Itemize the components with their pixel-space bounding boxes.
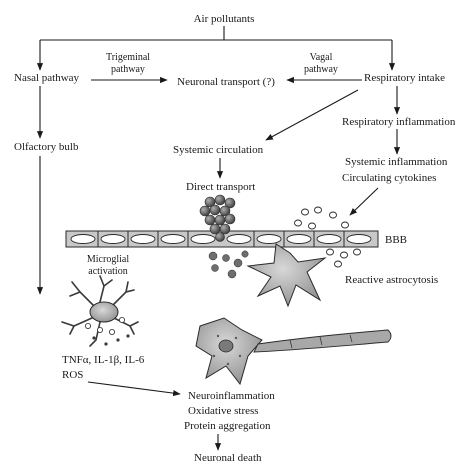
- label-neuronal-transport: Neuronal transport (?): [177, 76, 275, 88]
- arrow-cytokines-bbb: [349, 187, 379, 216]
- label-direct-transport: Direct transport: [186, 181, 255, 193]
- label-protein-aggregation: Protein aggregation: [184, 420, 271, 432]
- label-microglial-2: activation: [88, 266, 127, 277]
- label-neuroinflammation: Neuroinflammation: [188, 390, 275, 402]
- label-reactive-astrocytosis: Reactive astrocytosis: [345, 274, 438, 286]
- cytokine-particles: [294, 206, 361, 268]
- label-cytokines: TNFα, IL-1β, IL-6: [62, 354, 145, 366]
- label-bbb: BBB: [385, 234, 407, 246]
- label-olfactory-bulb: Olfactory bulb: [14, 141, 79, 153]
- particle-cluster: [199, 194, 236, 242]
- neuron-cell: [195, 317, 392, 386]
- bbb-junctions: [97, 231, 345, 247]
- microglia-cell: [61, 275, 139, 347]
- label-vagal-1: Vagal: [310, 52, 333, 63]
- label-microglial-1: Microglial: [87, 254, 129, 265]
- astrocyte-cell: [246, 243, 327, 308]
- bbb-cells: [70, 234, 372, 244]
- label-vagal-2: pathway: [304, 64, 338, 75]
- label-oxidative-stress: Oxidative stress: [188, 405, 259, 417]
- label-respiratory-intake: Respiratory intake: [364, 72, 445, 84]
- arrow-neuroinflammation: [87, 381, 181, 397]
- arrow-systemic-circulation: [265, 89, 359, 141]
- label-respiratory-inflammation: Respiratory inflammation: [342, 116, 456, 128]
- label-nasal-pathway: Nasal pathway: [14, 72, 80, 84]
- label-neuronal-death: Neuronal death: [194, 452, 262, 464]
- label-systemic-circulation: Systemic circulation: [173, 144, 264, 156]
- connectors: [36, 26, 401, 451]
- label-air-pollutants: Air pollutants: [194, 13, 255, 25]
- label-circulating-cytokines: Circulating cytokines: [342, 172, 436, 184]
- label-systemic-inflammation: Systemic inflammation: [345, 156, 448, 168]
- label-trigeminal-1: Trigeminal: [106, 52, 150, 63]
- particles-below-bbb: [208, 250, 249, 279]
- label-trigeminal-2: pathway: [111, 64, 145, 75]
- label-ros: ROS: [62, 369, 83, 381]
